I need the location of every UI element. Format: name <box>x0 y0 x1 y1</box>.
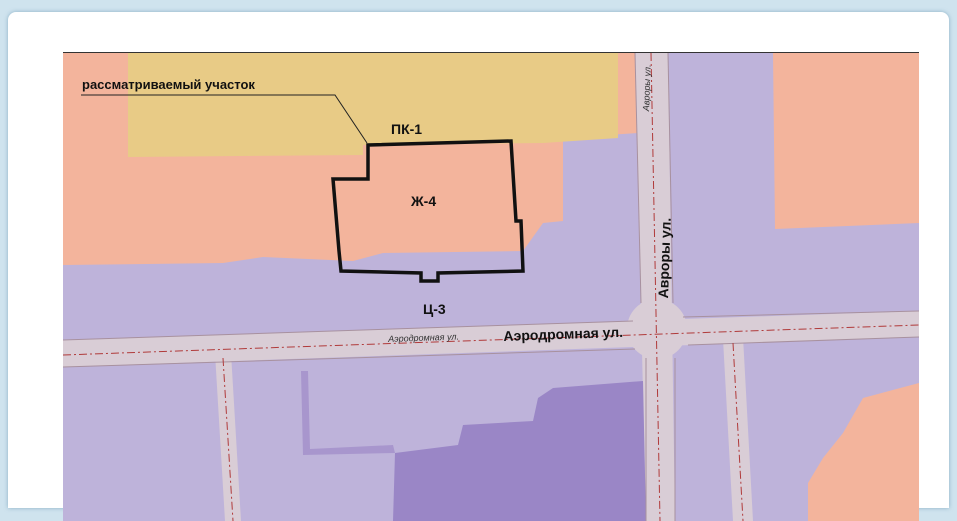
avrory-road <box>635 53 675 521</box>
street-label-avrory-small: Авроры ул. <box>641 64 653 112</box>
right-residential-block <box>773 53 919 229</box>
red-lines <box>63 53 919 521</box>
building-block <box>393 381 646 521</box>
callout-leader <box>81 94 368 144</box>
street-label-avrory: Авроры ул. <box>655 217 674 299</box>
side-road-left <box>215 353 241 521</box>
map-frame: рассматриваемый участок ПК-1 Ж-4 Ц-3 Аэр… <box>8 12 949 521</box>
bottom-right-residential-block <box>808 383 919 521</box>
callout-label: рассматриваемый участок <box>82 77 255 92</box>
building-wing <box>301 371 395 455</box>
zone-label-ts3: Ц-3 <box>423 301 446 317</box>
zone-label-pk1: ПК-1 <box>391 121 423 137</box>
road-edges <box>63 53 919 521</box>
map-canvas <box>63 53 919 521</box>
intersection <box>627 299 687 359</box>
parcel-outline <box>331 139 525 283</box>
aerodromnaya-road <box>63 311 919 367</box>
zoning-map: рассматриваемый участок ПК-1 Ж-4 Ц-3 Аэр… <box>63 52 919 521</box>
zone-label-zh4: Ж-4 <box>411 193 437 209</box>
industrial-zone-area <box>128 53 618 157</box>
